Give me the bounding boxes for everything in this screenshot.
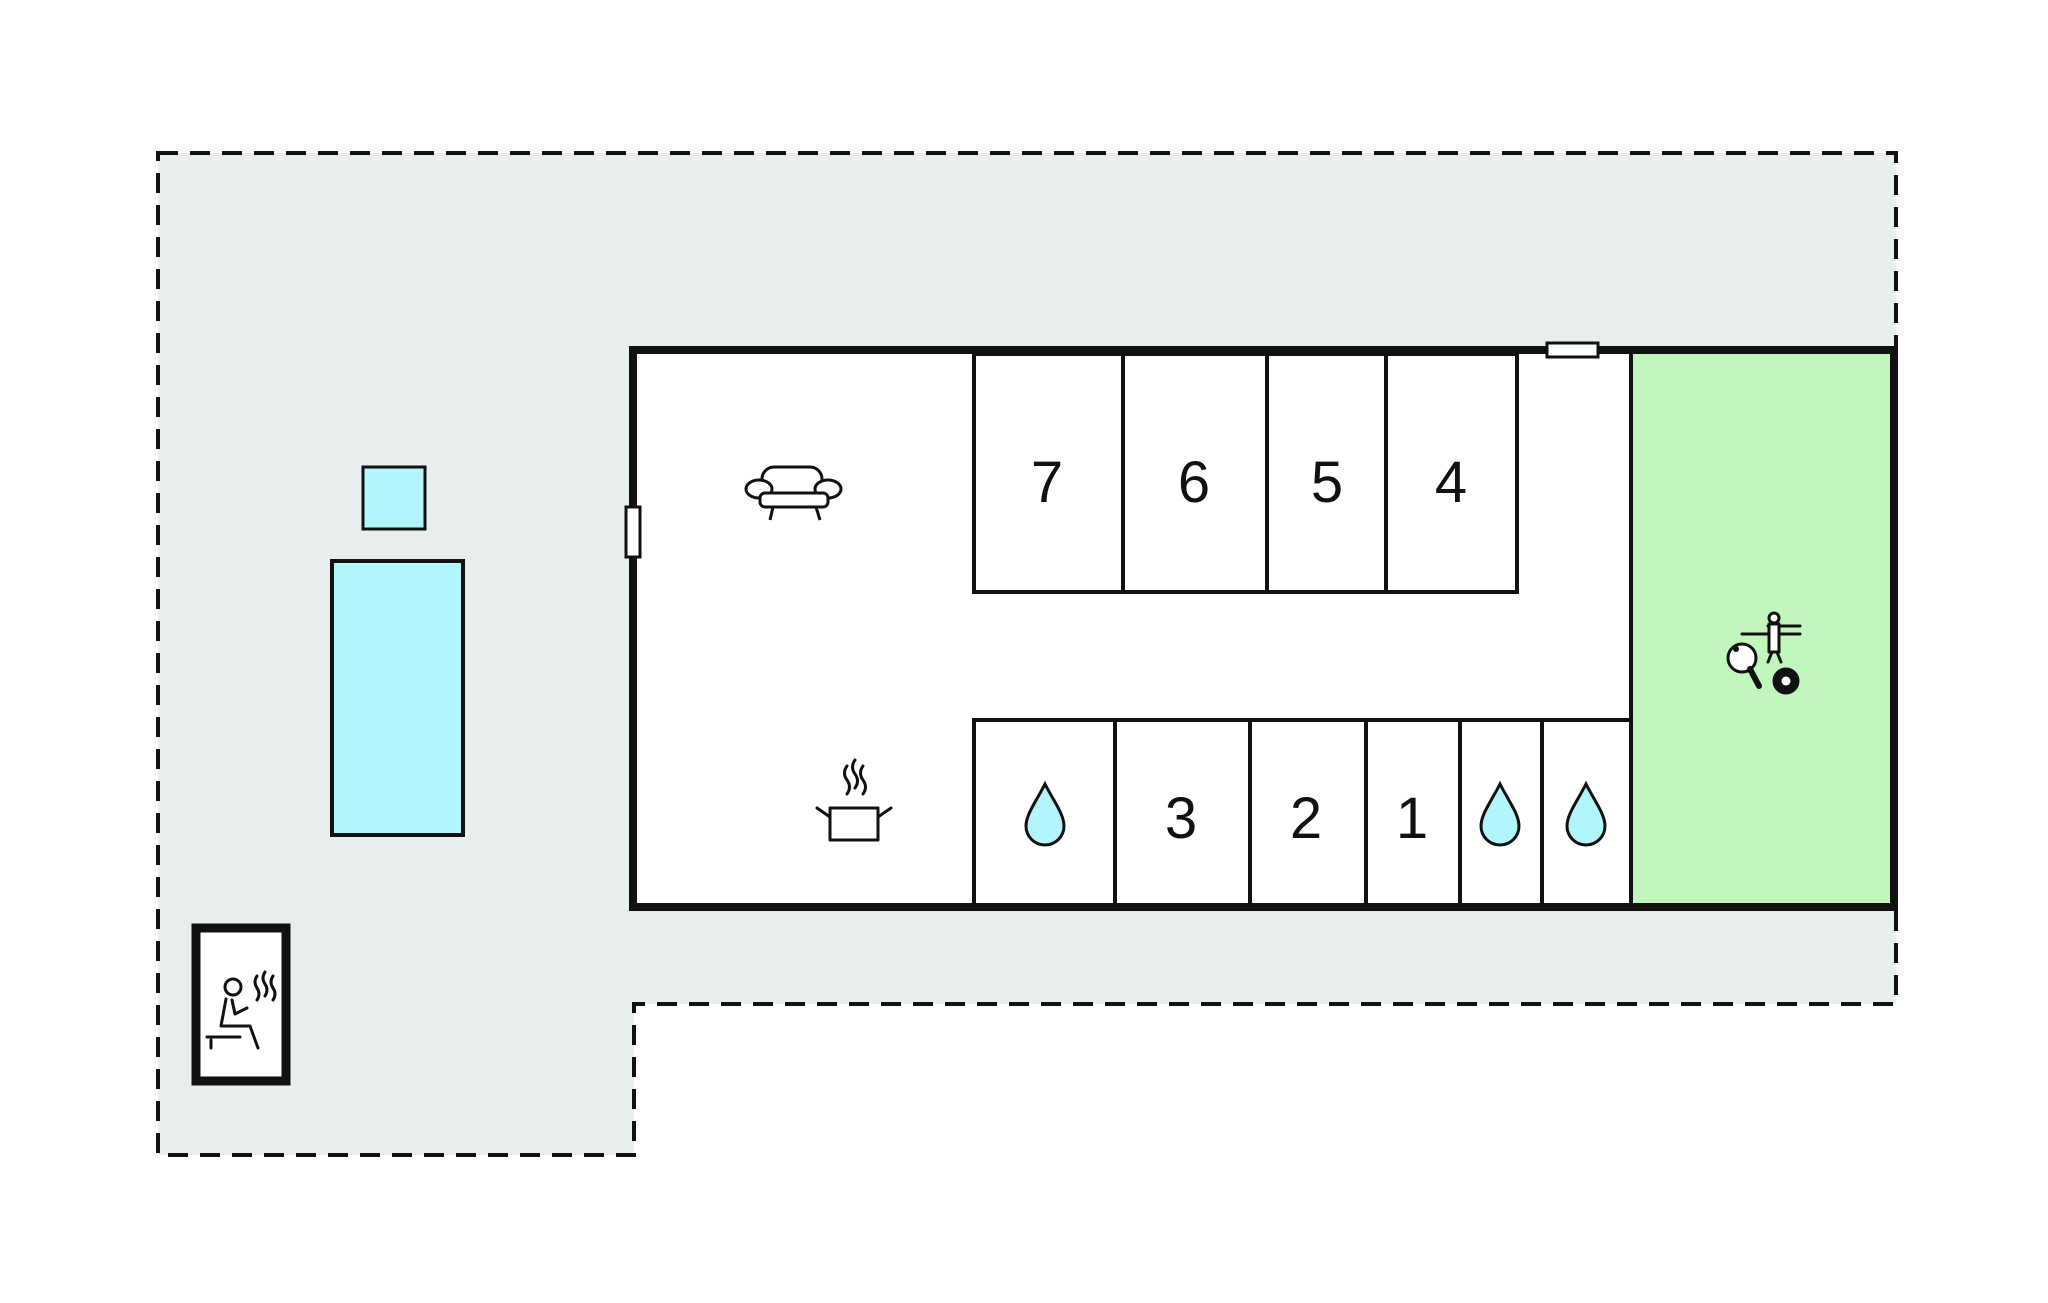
room-number-4: 4 — [1435, 450, 1467, 515]
table-games-icon — [1726, 611, 1802, 695]
pool — [330, 559, 465, 837]
room-number-3: 3 — [1165, 786, 1197, 851]
window-top — [1545, 341, 1600, 359]
sauna — [191, 923, 291, 1086]
top-room-block — [972, 352, 1519, 594]
sauna-icon — [205, 970, 277, 1050]
bottom-room-block — [972, 718, 1633, 907]
room-number-2: 2 — [1290, 786, 1322, 851]
water-drop-icon — [1565, 780, 1607, 847]
sofa-icon — [744, 465, 843, 521]
small-pool — [361, 465, 427, 531]
game-room — [1631, 350, 1894, 907]
room-number-1: 1 — [1396, 786, 1428, 851]
cooking-pot-icon — [815, 758, 893, 842]
room-number-7: 7 — [1031, 450, 1063, 515]
room-number-5: 5 — [1311, 450, 1343, 515]
window-left — [624, 505, 642, 559]
water-drop-icon — [1024, 780, 1066, 847]
room-number-6: 6 — [1178, 450, 1210, 515]
water-drop-icon — [1479, 780, 1521, 847]
